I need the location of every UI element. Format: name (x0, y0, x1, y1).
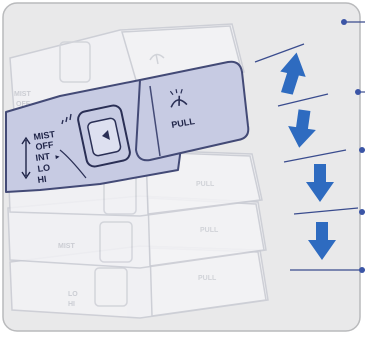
ghost-lo-label: LO (68, 291, 78, 298)
ghost-mist-label-4: MIST (58, 243, 75, 250)
mode-label-int: INT (35, 151, 51, 163)
ghost-hi-label: HI (68, 301, 75, 308)
ghost-pull-label-4: PULL (200, 227, 219, 234)
mode-label-lo: LO (37, 162, 51, 174)
mode-label-hi: HI (37, 174, 47, 185)
ghost-pull-label-5: PULL (198, 275, 217, 282)
ghost-pull-label-3: PULL (196, 181, 215, 188)
ghost-mist-label-1: MIST (14, 91, 31, 98)
